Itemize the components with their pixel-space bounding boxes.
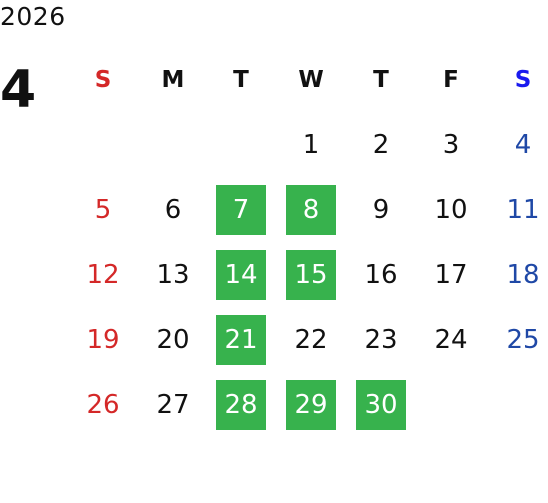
day-1[interactable]: 1: [302, 130, 320, 160]
day-21[interactable]: 21: [216, 315, 266, 365]
day-14[interactable]: 14: [216, 250, 266, 300]
weekday-sun: S: [94, 67, 112, 93]
day-2[interactable]: 2: [372, 130, 390, 160]
weekday-mon: M: [161, 67, 185, 93]
day-9[interactable]: 9: [372, 195, 390, 225]
day-17[interactable]: 17: [434, 260, 468, 290]
weekday-wed: W: [298, 67, 324, 93]
day-11[interactable]: 11: [506, 195, 540, 225]
month-label: 4: [0, 60, 37, 120]
day-24[interactable]: 24: [434, 325, 468, 355]
day-22[interactable]: 22: [294, 325, 328, 355]
day-30[interactable]: 30: [356, 380, 406, 430]
day-27[interactable]: 27: [156, 390, 190, 420]
day-13[interactable]: 13: [156, 260, 190, 290]
day-6[interactable]: 6: [164, 195, 182, 225]
weekday-sat: S: [514, 67, 532, 93]
week-row: 26 27 28 29 30: [68, 373, 548, 438]
day-25[interactable]: 25: [506, 325, 540, 355]
day-3[interactable]: 3: [442, 130, 460, 160]
day-10[interactable]: 10: [434, 195, 468, 225]
week-row: 1 2 3 4: [68, 113, 548, 178]
weekday-tue: T: [233, 67, 249, 93]
day-5[interactable]: 5: [94, 195, 112, 225]
day-12[interactable]: 12: [86, 260, 120, 290]
year-label: 2026: [0, 2, 66, 31]
day-20[interactable]: 20: [156, 325, 190, 355]
weekday-fri: F: [443, 67, 459, 93]
day-26[interactable]: 26: [86, 390, 120, 420]
day-8[interactable]: 8: [286, 185, 336, 235]
day-23[interactable]: 23: [364, 325, 398, 355]
weekday-thu: T: [373, 67, 389, 93]
week-row: 19 20 21 22 23 24 25: [68, 308, 548, 373]
day-4[interactable]: 4: [514, 130, 532, 160]
day-29[interactable]: 29: [286, 380, 336, 430]
day-19[interactable]: 19: [86, 325, 120, 355]
day-15[interactable]: 15: [286, 250, 336, 300]
week-row: 12 13 14 15 16 17 18: [68, 243, 548, 308]
day-16[interactable]: 16: [364, 260, 398, 290]
day-28[interactable]: 28: [216, 380, 266, 430]
day-7[interactable]: 7: [216, 185, 266, 235]
day-18[interactable]: 18: [506, 260, 540, 290]
